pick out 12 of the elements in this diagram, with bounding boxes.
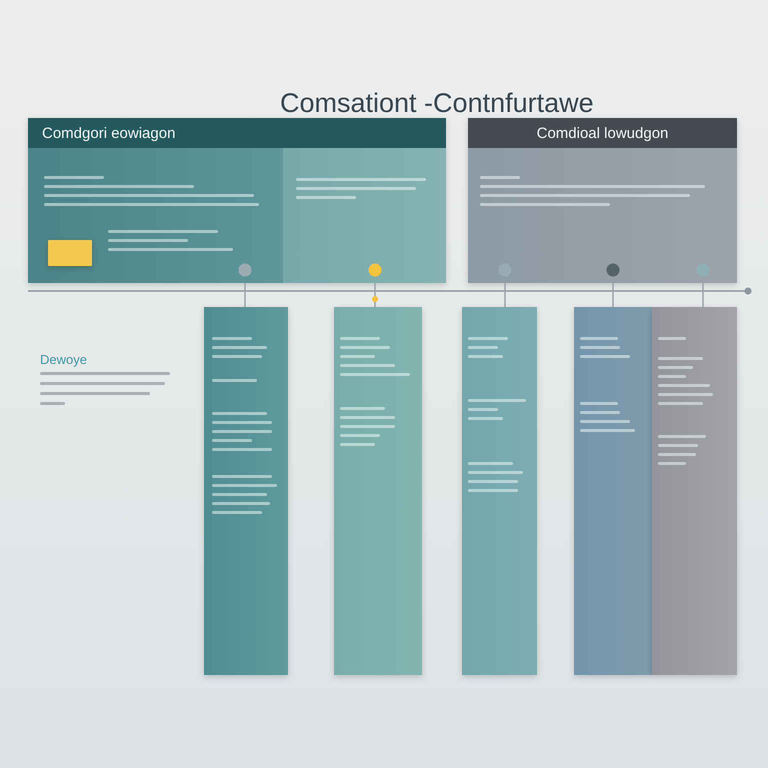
panel-heading: Comdgori eowiagon (42, 124, 176, 142)
info-panel (468, 118, 737, 283)
column-card (462, 307, 537, 675)
side-heading: Dewoye (40, 352, 87, 367)
column-card (652, 307, 737, 675)
column-card (334, 307, 422, 675)
column-card (204, 307, 288, 675)
diagram-title: Comsationt -Contnfurtawe (280, 88, 594, 119)
column-card (574, 307, 652, 675)
color-swatch (48, 240, 92, 266)
panel-heading: Comdioal lowudgon (536, 124, 668, 142)
info-panel (28, 118, 446, 283)
